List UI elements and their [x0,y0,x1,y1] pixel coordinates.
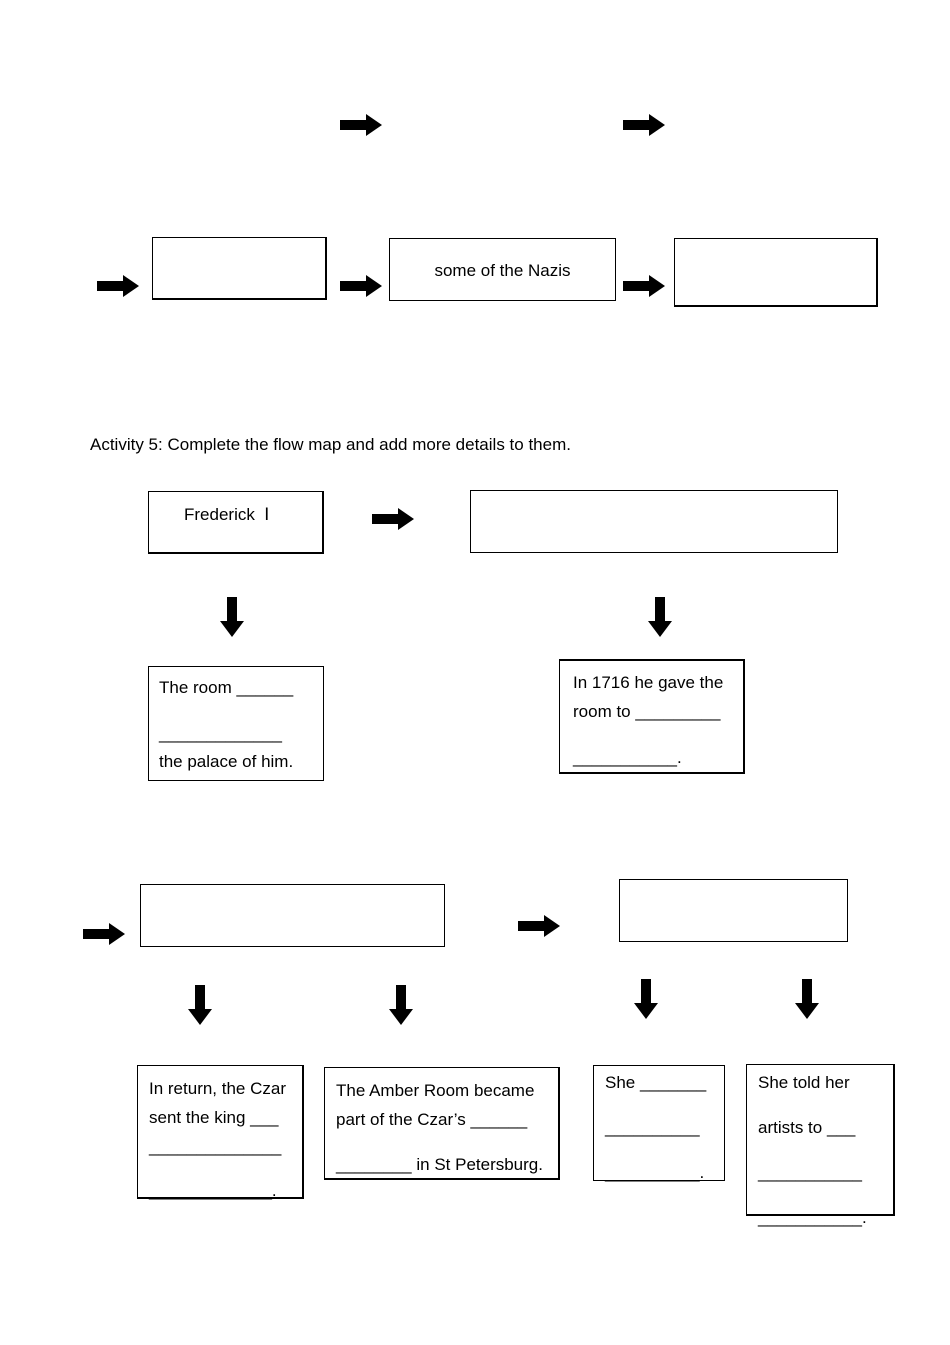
down-arrow-icon [389,985,413,1025]
down-arrow-icon [188,985,212,1025]
down-arrow-icon [648,597,672,637]
box-in-return-line-2: sent the king ___ [149,1108,279,1127]
box-empty-top-right[interactable] [470,490,838,553]
box-empty-bottom-left[interactable] [140,884,445,947]
box-1716: In 1716 he gave the room to _________ __… [559,659,745,774]
box-she-told-line-2: artists to ___ [758,1118,856,1137]
flow-box-nazis: some of the Nazis [389,238,616,301]
box-in-return-line-1: In return, the Czar [149,1079,287,1098]
right-arrow-icon [518,915,560,937]
box-amber-room-line-1: The Amber Room became [336,1081,535,1100]
right-arrow-icon [372,508,414,530]
box-amber-room-line-3: ________ in St Petersburg. [336,1155,543,1174]
box-frederick-text: Frederick Ⅰ [184,505,270,524]
box-she-line-1: She _______ [605,1073,707,1092]
down-arrow-icon [795,979,819,1019]
box-1716-line-1: In 1716 he gave the [573,673,724,692]
right-arrow-icon [83,923,125,945]
box-the-room-line-1: The room ______ [159,678,294,697]
flow-box-empty-1[interactable] [152,237,327,300]
box-frederick: Frederick Ⅰ [148,491,324,554]
box-she-told-line-1: She told her [758,1073,850,1092]
box-1716-line-3: ___________. [573,748,682,767]
box-in-return-line-4: _____________. [149,1181,277,1200]
box-she-told [746,1064,895,1216]
down-arrow-icon [634,979,658,1019]
box-the-room: The room ______ _____________ the palace… [148,666,324,781]
right-arrow-icon [623,275,665,297]
box-amber-room-line-2: part of the Czar’s ______ [336,1110,528,1129]
box-1716-line-2: room to _________ [573,702,721,721]
box-empty-bottom-right[interactable] [619,879,848,942]
box-the-room-line-2: _____________ [159,724,282,743]
box-amber-room: The Amber Room became part of the Czar’s… [324,1067,560,1180]
box-she-told-line-4: ___________. [758,1208,867,1227]
activity-heading: Activity 5: Complete the flow map and ad… [90,435,571,454]
right-arrow-icon [340,114,382,136]
box-in-return-line-3: ______________ [149,1137,282,1156]
box-she-line-3: __________. [605,1163,705,1182]
box-she-told-line-3: ___________ [758,1163,863,1182]
right-arrow-icon [97,275,139,297]
box-in-return: In return, the Czar sent the king ___ __… [137,1065,304,1200]
right-arrow-icon [623,114,665,136]
box-the-room-line-3: the palace of him. [159,752,294,771]
box-she-line-2: __________ [605,1118,700,1137]
right-arrow-icon [340,275,382,297]
down-arrow-icon [220,597,244,637]
box-she [593,1065,725,1181]
flow-box-empty-2[interactable] [674,238,878,307]
flow-box-nazis-text: some of the Nazis [434,261,571,280]
